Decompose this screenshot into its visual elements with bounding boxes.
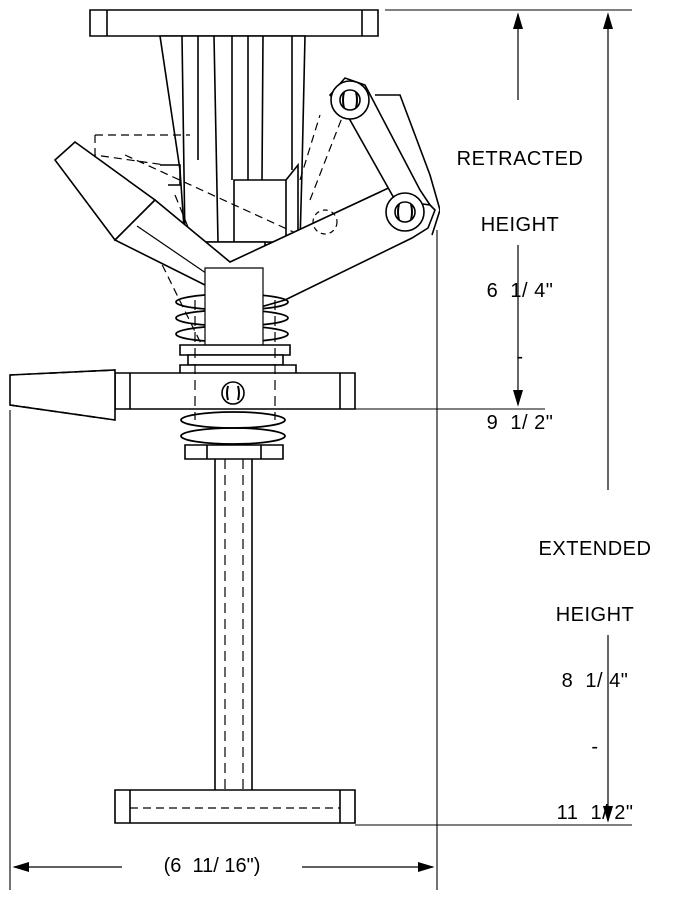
dimension-extension-lines: [10, 10, 632, 890]
housing-body: [160, 36, 305, 268]
foot-pad-retracted: [10, 370, 355, 420]
pedal-lever: [55, 142, 435, 310]
extended-stem: [195, 300, 275, 790]
lower-nut: [185, 445, 283, 459]
retracted-height-label: RETRACTED HEIGHT 6 1/ 4" - 9 1/ 2": [430, 104, 610, 456]
extended-max-value: 11 1/ 2": [556, 802, 634, 824]
retracted-max-value: 9 1/ 2": [486, 412, 554, 434]
stem-column: [180, 268, 296, 375]
spring-lower: [181, 412, 285, 444]
retracted-label-line1: RETRACTED: [456, 148, 584, 170]
extended-label-line1: EXTENDED: [538, 538, 652, 560]
pivot-pin-pad: [222, 382, 244, 404]
extended-label-line2: HEIGHT: [555, 604, 635, 626]
retracted-label-line2: HEIGHT: [480, 214, 560, 236]
extended-height-label: EXTENDED HEIGHT 8 1/ 4" - 11 1/ 2": [515, 494, 674, 846]
overall-width-label: (6 11/ 16"): [122, 855, 302, 877]
retracted-separator: -: [516, 346, 524, 368]
extended-separator: -: [591, 736, 599, 758]
retracted-min-value: 6 1/ 4": [486, 280, 554, 302]
extended-min-value: 8 1/ 4": [561, 670, 629, 692]
pivot-pin-center: [313, 210, 337, 234]
mounting-plate: [90, 10, 378, 36]
pivot-pin-top: [331, 81, 369, 119]
foot-pad-extended: [115, 790, 355, 823]
pivot-pin-right: [386, 193, 424, 231]
